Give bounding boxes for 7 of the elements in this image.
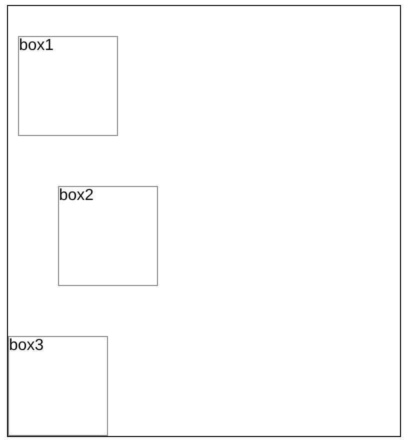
square-panel	[18, 36, 118, 136]
square-panel	[8, 336, 108, 436]
square-panel	[58, 186, 158, 286]
outer-frame	[7, 5, 401, 437]
box-label: box3	[9, 337, 44, 355]
box-label: box2	[59, 187, 94, 205]
box-label: box1	[19, 37, 54, 55]
